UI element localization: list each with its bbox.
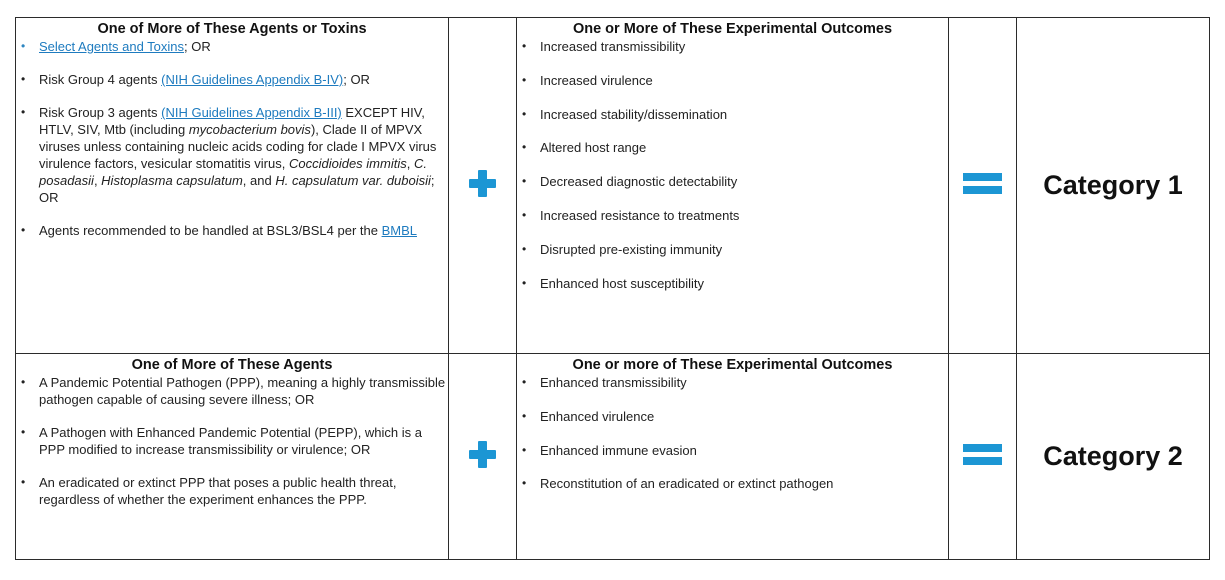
species-name: mycobacterium bovis [188, 122, 311, 137]
outcomes-heading: One or More of These Experimental Outcom… [572, 21, 893, 37]
list-item: Increased stability/dissemination [518, 106, 948, 123]
list-item: Enhanced transmissibility [518, 374, 948, 391]
list-item-text: , [406, 156, 414, 171]
category-table: One of More of These Agents or Toxins Se… [15, 17, 1210, 560]
nih-appendix-b-iii-link[interactable]: (NIH Guidelines Appendix B-III) [161, 105, 342, 120]
nih-appendix-b-iv-link[interactable]: (NIH Guidelines Appendix B-IV) [161, 72, 344, 87]
list-item-text: , [93, 173, 102, 188]
equals-icon [963, 443, 1002, 465]
list-item-text: ; OR [184, 39, 211, 54]
plus-cell [448, 353, 517, 560]
list-item-text: ), Clade II of MPVX viruses unless conta… [39, 122, 437, 171]
category-label: Category 1 [1043, 170, 1183, 200]
list-item: Risk Group 4 agents (NIH Guidelines Appe… [17, 71, 448, 88]
list-item-text: EXCEPT HIV, HTLV, SIV, Mtb (including [39, 105, 425, 137]
select-agents-link[interactable]: Select Agents and Toxins [39, 39, 185, 54]
list-item-text: , and [242, 173, 276, 188]
equals-icon [963, 172, 1002, 194]
category-cell: Category 2 [1016, 353, 1210, 560]
outcomes-list: Enhanced transmissibility Enhanced virul… [518, 374, 948, 492]
plus-cell [448, 17, 517, 354]
species-name: Coccidioides immitis [288, 156, 407, 171]
list-item: Disrupted pre-existing immunity [518, 241, 948, 258]
list-item-text: Agents recommended to be handled at BSL3… [39, 223, 382, 238]
plus-icon [469, 169, 496, 197]
list-item-text: ; OR [343, 72, 370, 87]
equals-cell [948, 17, 1017, 354]
outcomes-heading: One or more of These Experimental Outcom… [572, 357, 893, 373]
agents-heading: One of More of These Agents [131, 357, 333, 373]
agents-cell: One of More of These Agents or Toxins Se… [15, 17, 449, 354]
list-item-text: ; OR [39, 173, 435, 205]
species-name: C. posadasii [39, 156, 427, 188]
category-cell: Category 1 [1016, 17, 1210, 354]
list-item: An eradicated or extinct PPP that poses … [17, 474, 448, 508]
list-item: Increased virulence [518, 72, 948, 89]
outcomes-cell: One or More of These Experimental Outcom… [516, 17, 949, 354]
bmbl-link[interactable]: BMBL [381, 223, 417, 238]
species-name: H. capsulatum var. duboisii [275, 173, 431, 188]
list-item-text: Risk Group 3 agents [39, 105, 162, 120]
plus-icon [469, 440, 496, 468]
outcomes-list: Increased transmissibility Increased vir… [518, 38, 948, 292]
category-label: Category 2 [1043, 441, 1183, 471]
equals-cell [948, 353, 1017, 560]
list-item: Altered host range [518, 139, 948, 156]
list-item: Increased resistance to treatments [518, 207, 948, 224]
agents-cell: One of More of These Agents A Pandemic P… [15, 353, 449, 560]
list-item: Risk Group 3 agents (NIH Guidelines Appe… [17, 104, 448, 206]
list-item: A Pandemic Potential Pathogen (PPP), mea… [17, 374, 448, 408]
list-item: Agents recommended to be handled at BSL3… [17, 222, 448, 239]
list-item: Enhanced host susceptibility [518, 275, 948, 292]
outcomes-cell: One or more of These Experimental Outcom… [516, 353, 949, 560]
agents-list: A Pandemic Potential Pathogen (PPP), mea… [17, 374, 448, 508]
list-item-text: Risk Group 4 agents [39, 72, 162, 87]
list-item: A Pathogen with Enhanced Pandemic Potent… [17, 424, 448, 458]
list-item: Select Agents and Toxins; OR [17, 38, 448, 55]
list-item: Enhanced immune evasion [518, 442, 948, 459]
species-name: Histoplasma capsulatum [101, 173, 243, 188]
list-item: Increased transmissibility [518, 38, 948, 55]
agents-list: Select Agents and Toxins; OR Risk Group … [17, 38, 448, 239]
list-item: Decreased diagnostic detectability [518, 173, 948, 190]
list-item: Reconstitution of an eradicated or extin… [518, 475, 948, 492]
category-2-row: One of More of These Agents A Pandemic P… [15, 353, 1210, 560]
category-1-row: One of More of These Agents or Toxins Se… [15, 17, 1210, 354]
list-item: Enhanced virulence [518, 408, 948, 425]
agents-heading: One of More of These Agents or Toxins [97, 21, 367, 37]
